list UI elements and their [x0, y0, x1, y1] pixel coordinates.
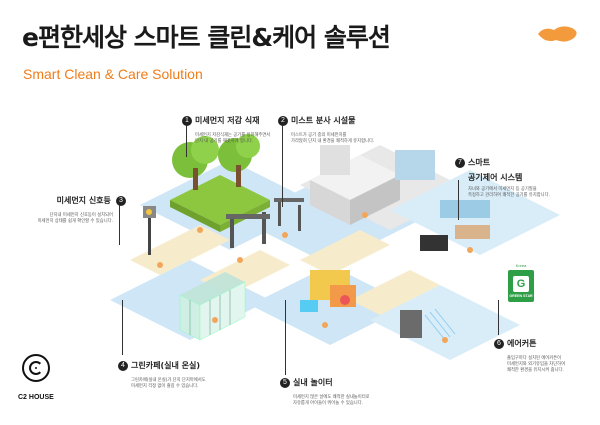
leader-line-2: [282, 122, 283, 207]
callout-7-title-line-2: 공기제어 시스템: [468, 173, 523, 182]
page-subtitle: Smart Clean & Care Solution: [23, 66, 203, 82]
leader-line-5: [285, 300, 286, 375]
leader-line-7: [458, 180, 459, 220]
callout-4-desc-line: 미세먼지 걱정 없이 즐길 수 있습니다.: [131, 384, 199, 389]
callout-7-number: 7: [455, 157, 465, 168]
callout-3-title: 미세먼지 신호등: [56, 196, 111, 205]
callout-6-number: 6: [494, 338, 504, 349]
callout-4-desc-line: 그린카페(실내 온실)가 단지 단지마에서도: [131, 378, 206, 383]
callout-1-desc-line: 미세먼지 저감식재는 공기를 정화해주면서: [195, 133, 271, 138]
callout-3-desc-line: 단지내 미세먼지 신호등이 설치되어: [49, 213, 113, 218]
green-star-top-label: Korea: [515, 263, 527, 268]
leader-line-3: [119, 205, 120, 245]
callout-6-desc-line: 쾌적한 환경을 유지시켜 줍니다.: [507, 368, 564, 373]
callout-4-title: 그린카페(실내 온실): [131, 361, 200, 370]
callout-6-title: 에어커튼: [507, 339, 537, 348]
callout-2-number: 2: [278, 115, 288, 126]
leader-line-1: [186, 122, 187, 157]
callout-1-title: 미세먼지 저감 식재: [195, 116, 260, 125]
leader-line-6: [498, 300, 499, 335]
page-title: e편한세상 스마트 클린&케어 솔루션: [22, 23, 391, 52]
callout-2-desc-line: 가라앉혀 단지 내 환경을 쾌적하게 유지합니다.: [291, 139, 375, 144]
leader-line-4: [122, 300, 123, 355]
callout-5-desc-line: 미세먼지 많은 날에도 쾌적한 실내놀이터로: [293, 395, 370, 400]
brand-shape-icon: [538, 26, 577, 42]
callout-5-number: 5: [280, 377, 290, 388]
callout-6-desc-line: 출입구마다 설치된 에어커튼이: [507, 356, 562, 361]
green-star-letter: G: [513, 276, 529, 292]
callout-5-title: 실내 놀이터: [293, 378, 333, 387]
green-star-badge: G GREEN STAR: [508, 270, 534, 302]
callout-3-number: 3: [116, 195, 126, 206]
callout-7-title-line-1: 스마트: [468, 158, 491, 167]
c2-house-logo-icon: [22, 354, 50, 382]
callout-1-number: 1: [182, 115, 192, 126]
callout-7-desc-line: 측정하고 관리하여 쾌적한 공기를 유지합니다.: [468, 193, 550, 198]
callout-7-desc-line: 자녀와 공기에서 미세먼지 등 공기질을: [468, 187, 537, 192]
green-star-label: GREEN STAR: [509, 294, 533, 298]
callout-3: 미세먼지 신호등 3 단지내 미세먼지 신호등이 설치되어 미세먼지 상태를 쉽…: [28, 190, 126, 225]
callout-2-desc-line: 미스트가 공기 중의 미세먼지를: [291, 133, 347, 138]
callout-5-desc-line: 자유롭게 아이들이 뛰어놀 수 있습니다.: [293, 401, 364, 406]
callout-4-number: 4: [118, 360, 128, 371]
callout-6-desc-line: 미세먼지와 외기유입을 차단하여: [507, 362, 566, 367]
callout-1-desc-line: 단지 내 공기를 깨끗하게 합니다.: [195, 139, 254, 144]
logo-text: C2 HOUSE: [18, 394, 54, 401]
callout-3-desc-line: 미세먼지 상태를 쉽게 확인할 수 있습니다.: [37, 219, 113, 224]
callout-2-title: 미스트 분사 시설물: [291, 116, 356, 125]
